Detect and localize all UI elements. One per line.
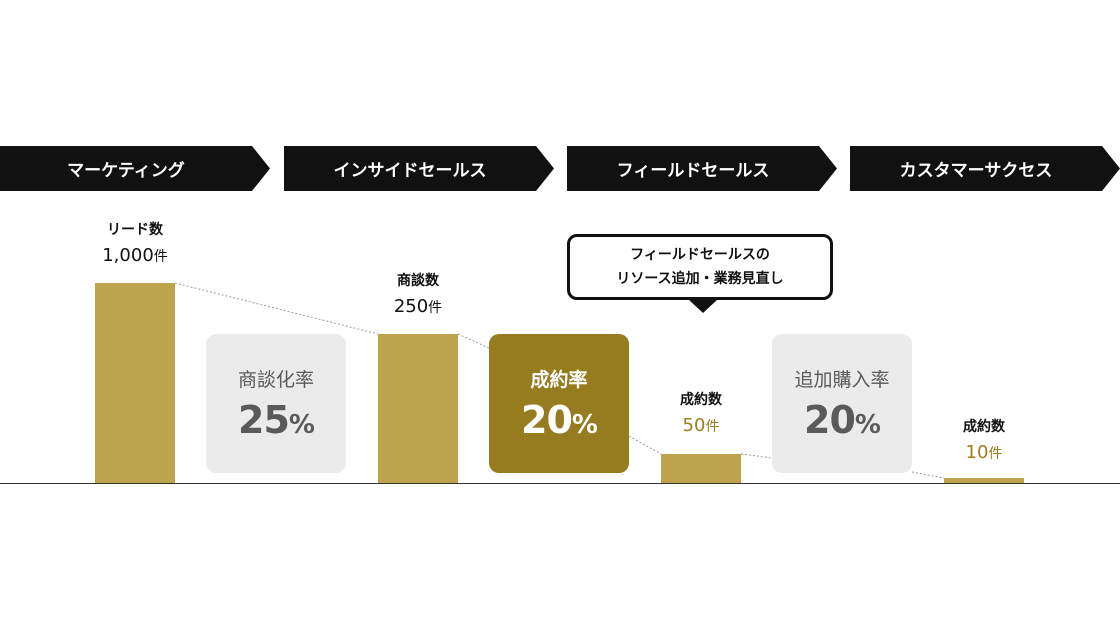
metric-value: 50件	[682, 415, 720, 436]
bar-leads	[95, 283, 175, 483]
connector-line	[740, 453, 773, 459]
rate-value: 25%	[238, 398, 315, 442]
metric-title: リード数	[107, 222, 163, 238]
rate-box-close-rate: 成約率 20%	[489, 334, 629, 473]
callout-tail	[688, 299, 718, 313]
rate-box-repurchase-rate: 追加購入率 20%	[772, 334, 912, 473]
connector-line	[174, 282, 379, 335]
metric-value: 1,000件	[102, 245, 168, 266]
callout-bubble: フィールドセールスの リソース追加・業務見直し	[567, 234, 833, 300]
rate-value: 20%	[804, 398, 881, 442]
rate-title: 成約率	[530, 369, 588, 391]
metric-title: 成約数	[963, 419, 1005, 435]
stage-customer-success: カスタマーサクセス	[850, 146, 1120, 191]
callout-line1: フィールドセールスの	[630, 247, 770, 263]
stage-field-sales: フィールドセールス	[567, 146, 837, 191]
bar-deals	[378, 334, 458, 483]
rate-box-deal-rate: 商談化率 25%	[206, 334, 346, 473]
metric-value: 250件	[393, 296, 443, 317]
stage-inside-sales: インサイドセールス	[284, 146, 554, 191]
stage-marketing: マーケティング	[0, 146, 270, 191]
metric-closed-fs: 成約数 50件	[641, 389, 761, 436]
metric-deals: 商談数 250件	[358, 270, 478, 317]
baseline	[0, 483, 1120, 484]
rate-title: 追加購入率	[794, 369, 890, 391]
bar-closed-fs	[661, 454, 741, 483]
metric-value: 10件	[965, 442, 1003, 463]
metric-title: 成約数	[680, 392, 722, 408]
metric-title: 商談数	[397, 273, 439, 289]
connector-line	[628, 435, 662, 455]
bar-closed-cs	[944, 478, 1024, 483]
rate-value: 20%	[521, 398, 598, 442]
callout-line2: リソース追加・業務見直し	[616, 271, 784, 287]
connector-line	[911, 471, 945, 479]
metric-leads: リード数 1,000件	[75, 219, 195, 266]
metric-closed-cs: 成約数 10件	[924, 416, 1044, 463]
connector-line	[457, 333, 490, 349]
rate-title: 商談化率	[237, 369, 314, 391]
